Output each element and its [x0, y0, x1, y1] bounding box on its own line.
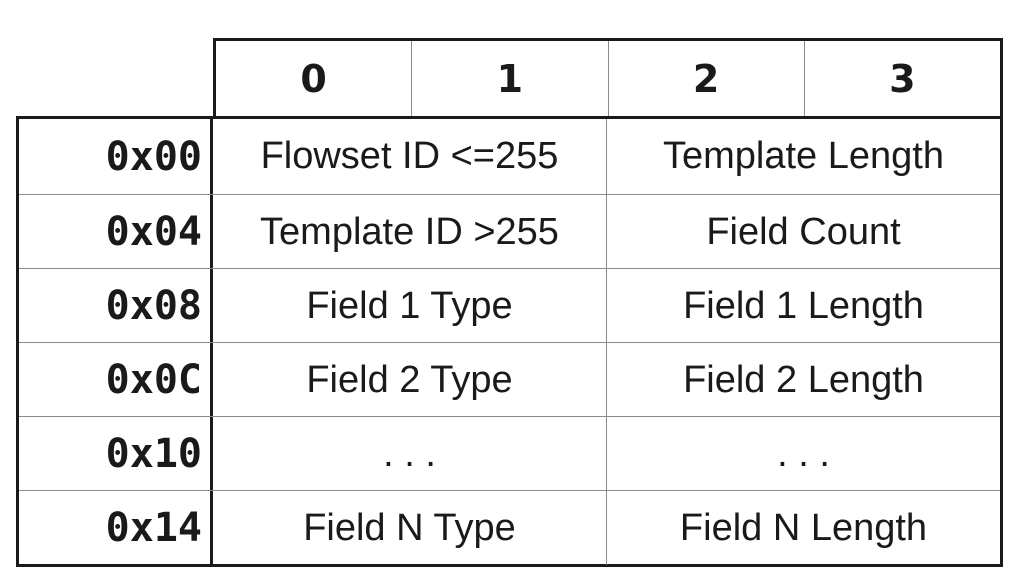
field-cell-left: . . . [213, 417, 607, 491]
byte-index-1: 1 [411, 41, 607, 116]
byte-index-2: 2 [607, 41, 804, 116]
offset-label: 0x04 [19, 195, 213, 269]
field-cell-left: Field 2 Type [213, 343, 607, 417]
table-row: 0x14 Field N Type Field N Length [19, 490, 1000, 565]
offset-label: 0x10 [19, 417, 213, 491]
offset-label: 0x00 [19, 119, 213, 194]
offset-label: 0x14 [19, 491, 213, 565]
table-row: 0x10 . . . . . . [19, 416, 1000, 491]
offset-label: 0x0C [19, 343, 213, 417]
table-row: 0x0C Field 2 Type Field 2 Length [19, 342, 1000, 417]
field-cell-left: Field 1 Type [213, 269, 607, 343]
field-cell-left: Flowset ID <=255 [213, 119, 607, 194]
byte-index-3: 3 [803, 41, 1000, 116]
field-cell-left: Template ID >255 [213, 195, 607, 269]
field-grid: 0x00 Flowset ID <=255 Template Length 0x… [16, 116, 1003, 567]
field-cell-right: Field 1 Length [683, 284, 924, 327]
field-cell-right: Field Count [706, 210, 901, 253]
table-row: 0x04 Template ID >255 Field Count [19, 194, 1000, 269]
field-cell-right: . . . [777, 432, 830, 475]
byte-index-header: 0 1 2 3 [213, 38, 1003, 116]
byte-index-0: 0 [300, 56, 327, 101]
field-cell-right: Field N Length [679, 506, 928, 549]
offset-label: 0x08 [19, 269, 213, 343]
table-row: 0x08 Field 1 Type Field 1 Length [19, 268, 1000, 343]
field-cell-left: Field N Type [213, 491, 607, 565]
field-cell-right: Template Length [663, 135, 944, 177]
table-row: 0x00 Flowset ID <=255 Template Length [19, 119, 1000, 194]
field-cell-right: Field 2 Length [683, 358, 924, 401]
